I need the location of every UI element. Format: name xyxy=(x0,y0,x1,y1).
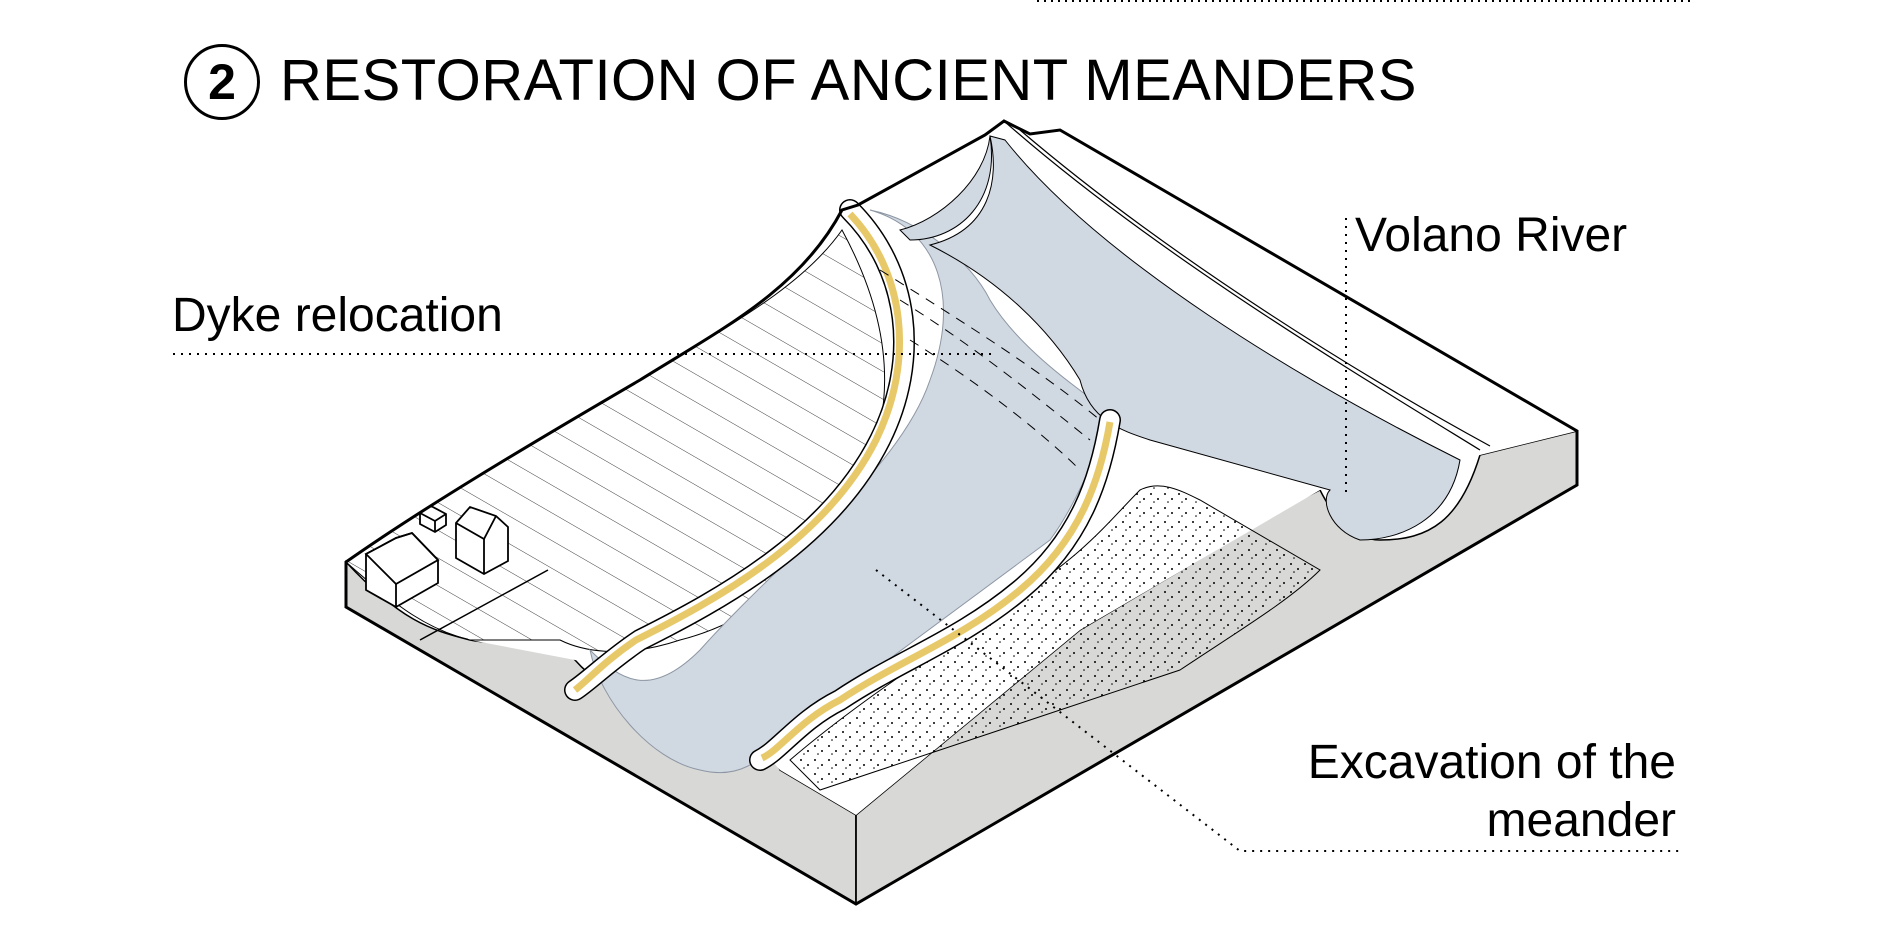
section-number-badge: 2 xyxy=(184,44,260,120)
excavation-label: Excavation of the meander xyxy=(1308,734,1676,850)
excavation-label-line2: meander xyxy=(1486,794,1676,847)
block-outline xyxy=(344,119,1579,906)
dyke-path-right xyxy=(760,421,1114,762)
house-large xyxy=(364,531,440,609)
volano-river-water xyxy=(899,135,1461,541)
restored-meander-water xyxy=(589,209,1121,774)
dyke-path-left xyxy=(572,211,904,693)
field-boundary xyxy=(419,569,549,641)
excavation-leader-line xyxy=(875,569,1684,852)
old-dyke-trace xyxy=(899,299,1091,441)
old-dyke-trace xyxy=(879,269,1101,421)
house-medium xyxy=(455,505,509,576)
river-embankment xyxy=(1019,129,1491,447)
river-embankment xyxy=(1003,120,1481,451)
old-dyke-trace xyxy=(909,339,1081,471)
diagram-title: RESTORATION OF ANCIENT MEANDERS xyxy=(280,48,1417,113)
volano-river-label: Volano River xyxy=(1355,209,1628,262)
dyke-relocation-label: Dyke relocation xyxy=(172,289,503,342)
excavation-label-line1: Excavation of the xyxy=(1307,736,1676,789)
